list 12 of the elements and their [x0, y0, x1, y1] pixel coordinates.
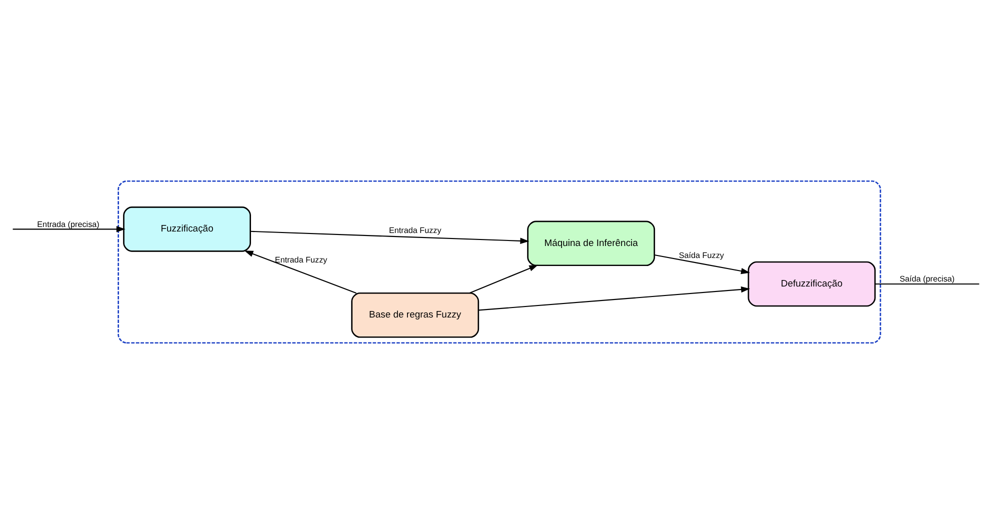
node-box: Máquina de Inferência: [527, 220, 656, 266]
node-box: Fuzzificação: [123, 206, 251, 252]
connector: [875, 283, 980, 285]
node-box: Base de regras Fuzzy: [351, 292, 480, 338]
cluster: [118, 180, 882, 344]
arrow: [478, 286, 750, 311]
arrow: [469, 264, 538, 294]
node-box: Defuzzificação: [748, 261, 876, 307]
arrow: [244, 250, 356, 294]
arrow: [12, 226, 126, 232]
arrow: [654, 254, 750, 274]
arrow: [250, 230, 530, 244]
